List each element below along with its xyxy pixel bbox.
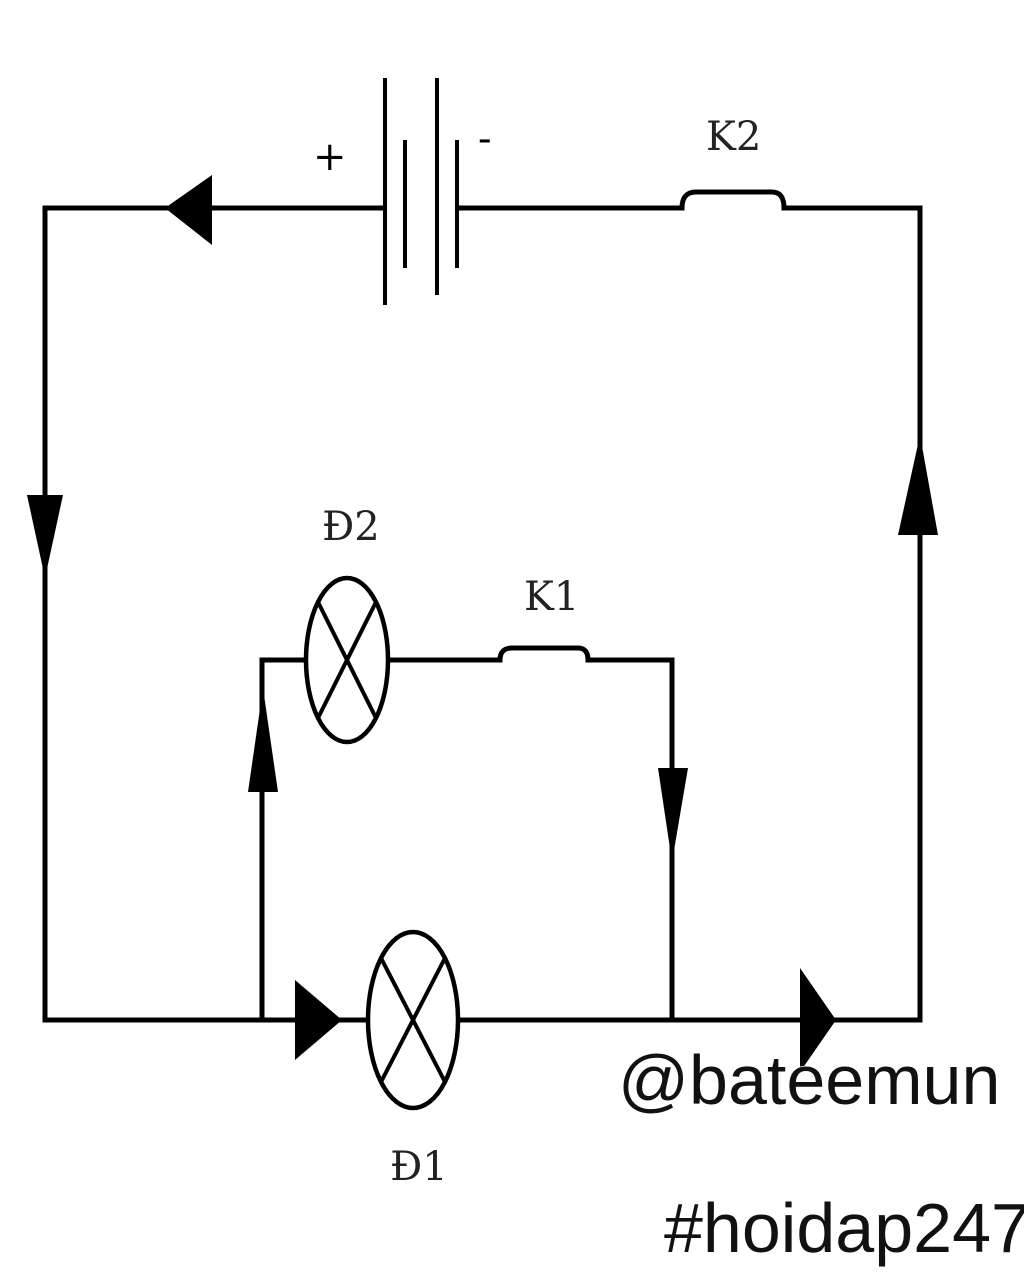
battery	[383, 78, 459, 305]
arrow-up-branch	[248, 688, 278, 792]
lamp-d1	[365, 929, 461, 1111]
arrow-left-top	[165, 175, 212, 245]
battery-minus-label: -	[478, 116, 492, 162]
battery-plus-label: +	[313, 134, 347, 180]
switch-k1-label: K1	[524, 574, 579, 620]
switch-k1	[497, 645, 591, 663]
arrow-up-right	[898, 435, 938, 535]
main-circuit-wires	[42, 205, 923, 1023]
watermark-line2: #hoidap247	[664, 1189, 1024, 1267]
arrow-right-bottom-left	[295, 980, 342, 1060]
lamp-d2-label: Đ2	[322, 504, 380, 550]
arrow-down-branch	[658, 768, 688, 862]
lamp-d2	[303, 575, 391, 745]
watermark-line1: @bateemun	[618, 1041, 1000, 1119]
lamp-d1-label: Đ1	[390, 1144, 448, 1190]
arrow-right-bottom-right	[800, 968, 836, 1072]
switch-k2-label: K2	[706, 114, 761, 160]
switch-k2	[679, 189, 787, 211]
arrow-down-left	[27, 495, 63, 578]
